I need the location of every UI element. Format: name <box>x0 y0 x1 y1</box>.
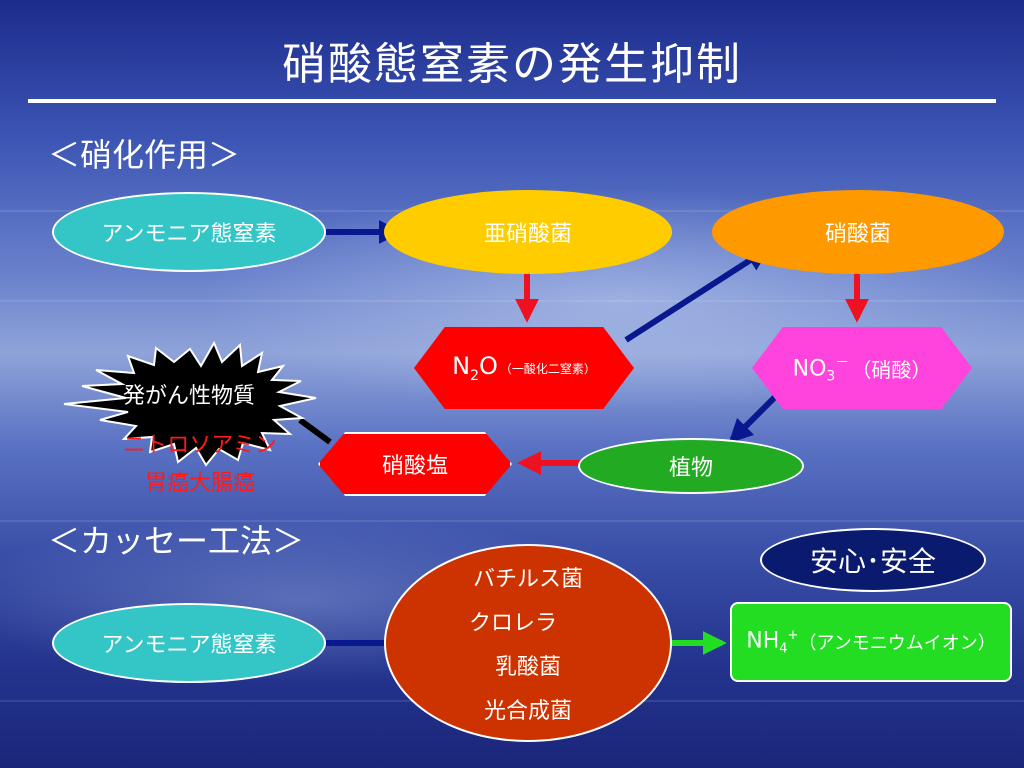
n2o-formula: N2O <box>452 352 498 384</box>
no3-note: （硝酸） <box>851 357 932 382</box>
node-nitrate-salt-label: 硝酸塩 <box>381 454 448 479</box>
node-microbes: バチルス菌 クロレラ 乳酸菌 光合成菌 <box>384 544 672 742</box>
node-ammonia-nitrogen-kasse-label: アンモニア態窒素 <box>101 633 277 658</box>
connector-carcinogen-to-nitrate-salt <box>298 417 332 445</box>
carcinogen-starburst <box>63 340 317 467</box>
node-ammonia-nitrogen: アンモニア態窒素 <box>52 192 326 272</box>
arrow-no3-to-plant <box>728 393 779 444</box>
node-nitrite-bacteria: 亜硝酸菌 <box>384 190 672 274</box>
node-ammonia-nitrogen-label: アンモニア態窒素 <box>101 222 277 247</box>
arrow-n2o-to-nitrate-bacteria <box>624 247 771 343</box>
n2o-note: （一酸化二窒素） <box>499 361 596 376</box>
no3-formula: NO3－ <box>792 354 850 385</box>
section-nitrification: ＜硝化作用＞ <box>48 136 241 174</box>
background-wave <box>0 300 1024 302</box>
node-nitrite-bacteria-label: 亜硝酸菌 <box>483 222 572 247</box>
node-n2o: N2O （一酸化二窒素） <box>414 327 634 409</box>
nh4-formula: NH4+ <box>746 627 799 657</box>
node-plant-label: 植物 <box>668 456 713 481</box>
cancer-label: 胃癌大腸癌 <box>144 471 255 496</box>
page-title: 硝酸態窒素の発生抑制 <box>282 39 742 90</box>
microbe-item: 乳酸菌 <box>494 655 561 680</box>
microbe-item: クロレラ <box>468 611 557 636</box>
safety-badge: 安心･安全 <box>760 528 986 592</box>
node-nh4: NH4+ （アンモニウムイオン） <box>730 602 1012 682</box>
title-divider <box>28 99 996 103</box>
background-wave <box>0 520 1024 522</box>
node-nitrate-bacteria: 硝酸菌 <box>712 190 1004 274</box>
node-nitrate-salt: 硝酸塩 <box>318 432 512 496</box>
microbe-item: バチルス菌 <box>472 567 583 592</box>
node-nitrate-bacteria-label: 硝酸菌 <box>824 222 891 247</box>
node-ammonia-nitrogen-kasse: アンモニア態窒素 <box>52 603 326 683</box>
section-kasse-method: ＜カッセー工法＞ <box>48 522 305 560</box>
microbe-item: 光合成菌 <box>483 699 572 724</box>
node-no3: NO3－ （硝酸） <box>752 327 972 409</box>
node-plant: 植物 <box>578 438 804 494</box>
nh4-note: （アンモニウムイオン） <box>798 633 996 654</box>
carcinogen-label: 発がん性物質 <box>122 384 255 409</box>
safety-badge-label: 安心･安全 <box>809 545 936 578</box>
nitrosamine-label: ニトロソアミン <box>123 433 277 458</box>
